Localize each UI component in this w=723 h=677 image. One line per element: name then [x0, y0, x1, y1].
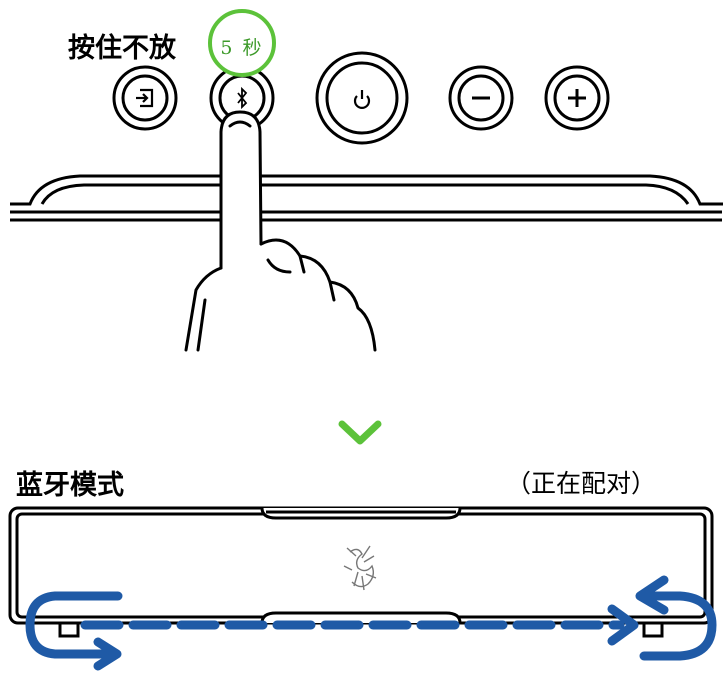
plus-icon [568, 89, 586, 107]
bluetooth-icon [237, 86, 248, 110]
hold-instruction: 按住不放 [68, 33, 176, 64]
timer-badge: 5 秒 [208, 9, 276, 77]
razer-logo [343, 545, 377, 591]
soundbar [8, 506, 714, 638]
timer-text: 5 秒 [220, 37, 264, 59]
volume-up-button[interactable] [544, 65, 610, 131]
input-source-button[interactable] [112, 65, 178, 131]
power-button[interactable] [315, 51, 409, 145]
power-icon [353, 90, 371, 109]
chevron-down-icon [338, 420, 382, 445]
mode-label: 蓝牙模式 [16, 470, 124, 501]
pointing-hand [184, 110, 377, 352]
pairing-loop-arrows [25, 575, 717, 671]
bluetooth-button[interactable] [209, 65, 275, 131]
device-top-outline [10, 174, 723, 222]
pairing-status: （正在配对） [506, 469, 657, 498]
input-source-icon [136, 88, 154, 108]
volume-down-button[interactable] [448, 65, 514, 131]
